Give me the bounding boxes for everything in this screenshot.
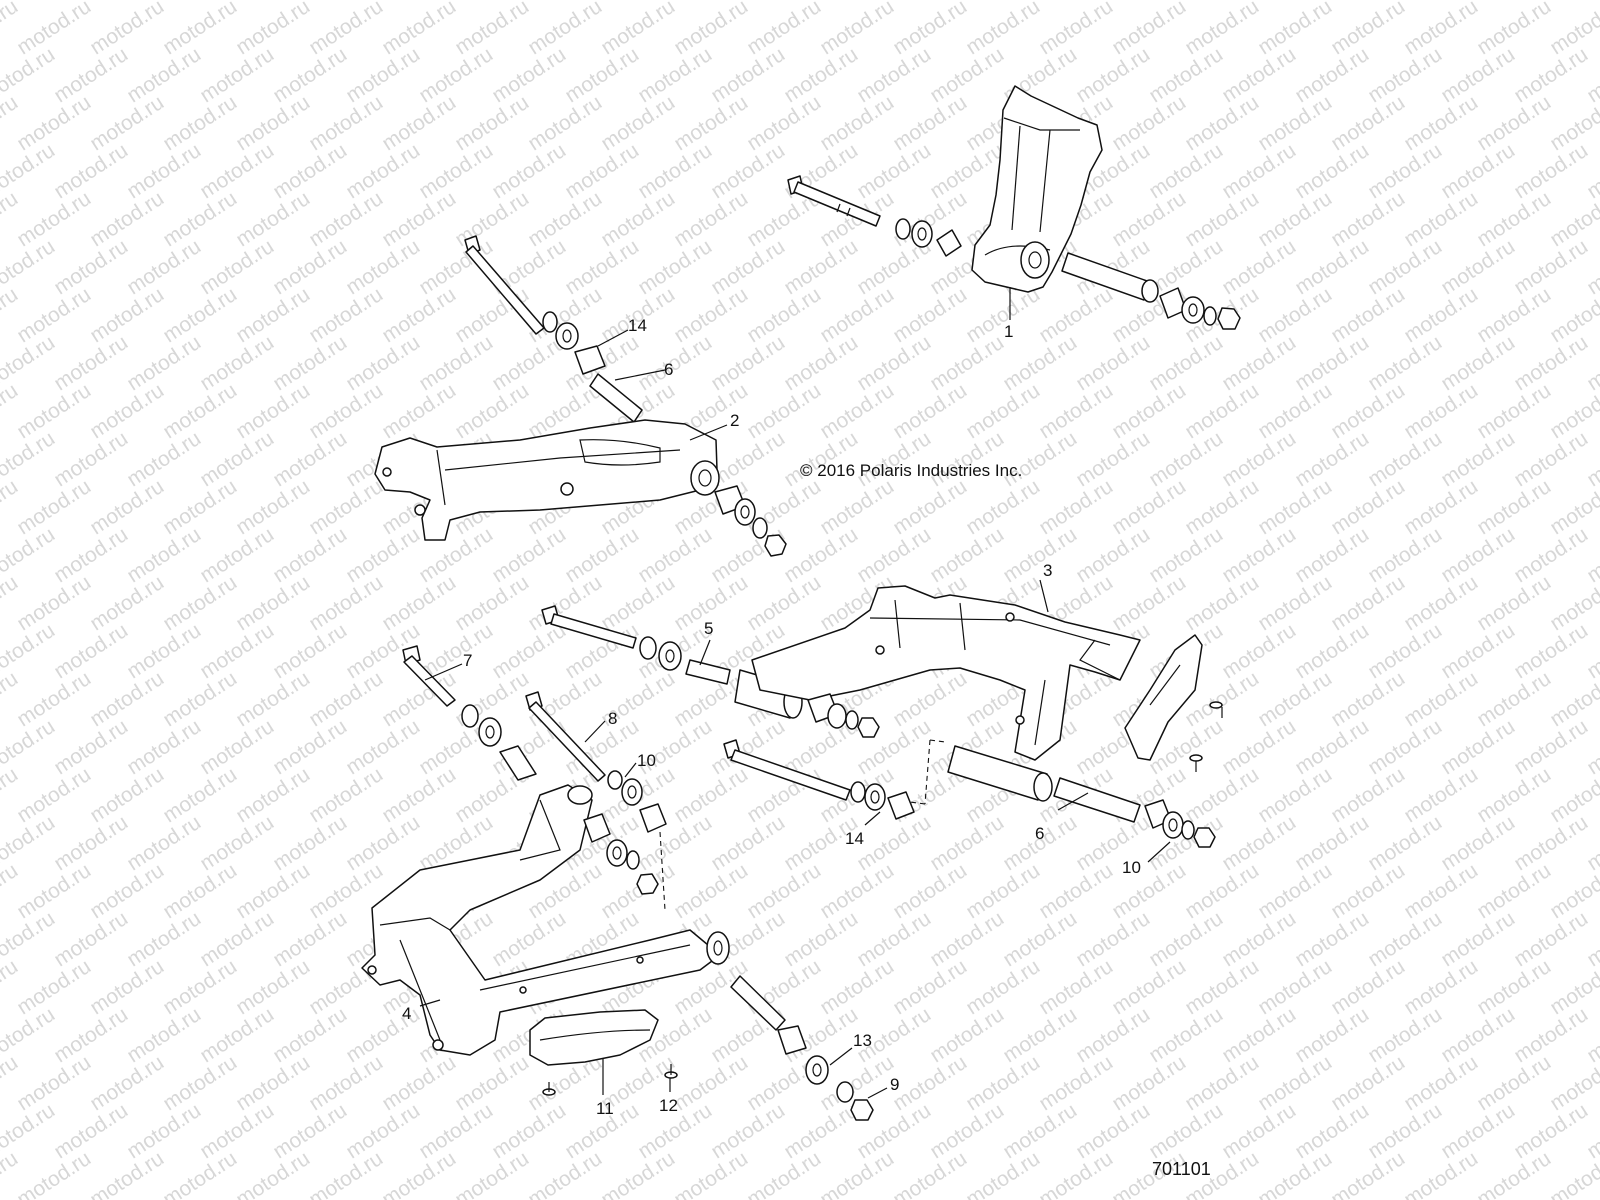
copyright-notice: © 2016 Polaris Industries Inc.: [800, 461, 1023, 480]
callout-2: 2: [730, 411, 739, 430]
part-2-nut: [764, 534, 787, 557]
part-3-skid-screw-top: [1209, 701, 1223, 718]
part-1-sleeve: [1061, 252, 1151, 301]
callout-11: 11: [596, 1099, 614, 1118]
part-1-bushing-right: [1181, 296, 1205, 324]
callout-4: 4: [402, 1004, 411, 1023]
part-3-bolt: [541, 605, 637, 649]
part-12-screw-right: [664, 1064, 678, 1079]
callout-12: 12: [659, 1096, 678, 1115]
callout-5: 5: [704, 619, 713, 638]
part-1-upper-torque-arm: [787, 85, 1241, 330]
part-1-bolt: [787, 175, 881, 227]
callouts: 1 2 3 4 5 6 6 7 8 9 10 10 11: [402, 287, 1171, 1118]
callout-13: 13: [853, 1031, 872, 1050]
part-2-front-torque-arm: [374, 235, 787, 557]
part-2-bolt: [464, 235, 545, 335]
part-2-pivot-tube: [690, 460, 720, 496]
callout-14-upper: 14: [628, 316, 647, 335]
part-3-lower-bolt: [723, 739, 851, 801]
part-2-sleeve: [589, 373, 643, 423]
part-2-bushing-top: [555, 322, 579, 350]
part-3-washer-left: [639, 636, 657, 660]
part-2-arm-body: [374, 419, 718, 541]
callout-3: 3: [1043, 561, 1052, 580]
part-2-washer-bottom: [752, 517, 768, 539]
part-2-spacer-top: [574, 345, 606, 375]
callout-14-lower: 14: [845, 829, 864, 848]
diagram-number: 701101: [1152, 1159, 1211, 1179]
callout-7: 7: [463, 651, 472, 670]
part-1-bushing-left: [911, 220, 933, 248]
callout-9: 9: [890, 1075, 899, 1094]
part-2-bushing-bottom: [734, 498, 756, 526]
callout-10-lower: 10: [1122, 858, 1141, 877]
part-3-skid-screw-bottom: [1189, 754, 1203, 772]
part-4-frame-body: [361, 784, 721, 1056]
part-1-spacer-left: [936, 229, 962, 257]
part-3-sleeve: [685, 659, 731, 685]
part-1-nut: [1217, 307, 1241, 330]
part-8-bolt: [525, 691, 606, 782]
part-3-rear-scissor-arm: [541, 585, 1223, 848]
part-3-bushing-left: [658, 641, 682, 671]
callout-8: 8: [608, 709, 617, 728]
callout-6-upper: 6: [664, 360, 673, 379]
part-7-bolt: [402, 645, 456, 707]
part-1-washer-left: [895, 218, 911, 240]
part-1-arm-body: [971, 85, 1103, 293]
callout-10-upper: 10: [637, 751, 656, 770]
part-12-screw-left: [542, 1082, 556, 1096]
part-4-front-scissor-arm: [361, 645, 874, 1121]
callout-6-lower: 6: [1035, 824, 1044, 843]
callout-1: 1: [1004, 322, 1013, 341]
part-1-pivot-tube: [1020, 241, 1050, 279]
part-11-skid-plate: [529, 1009, 659, 1066]
part-1-washer-right: [1203, 306, 1217, 326]
part-2-washer-top: [542, 311, 558, 333]
part-3-frame-body: [751, 585, 1141, 761]
